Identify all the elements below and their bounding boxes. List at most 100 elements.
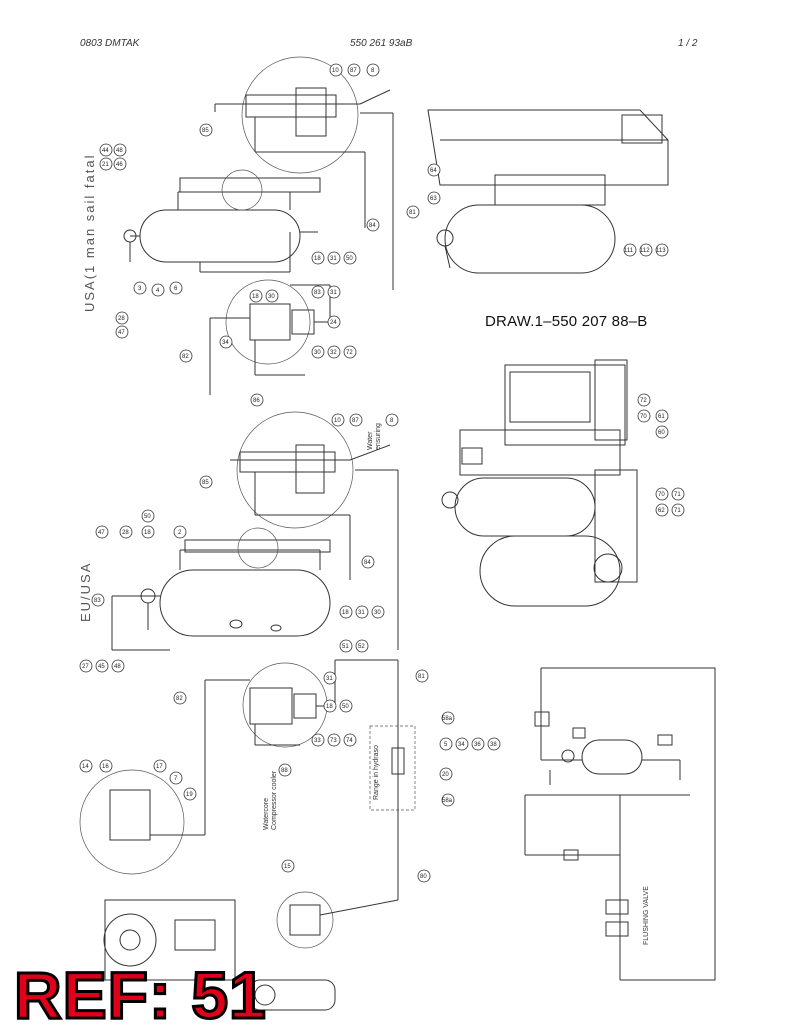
- balloon-58a-top: 58a: [441, 711, 455, 725]
- section-label-usa: USA(1 man sail fatal: [82, 154, 97, 313]
- flushing-valve-label: FLUSHING VALVE: [643, 886, 650, 945]
- svg-text:81: 81: [409, 210, 416, 216]
- balloon-71: 71: [671, 503, 685, 517]
- balloon-81b: 81: [415, 669, 429, 683]
- svg-text:84: 84: [364, 560, 371, 566]
- balloon-27: 27: [79, 659, 93, 673]
- balloon-60: 60: [655, 425, 669, 439]
- svg-text:30: 30: [314, 350, 321, 356]
- svg-text:48: 48: [114, 664, 121, 670]
- balloon-28b: 28: [119, 525, 133, 539]
- balloon-31c: 31: [323, 671, 337, 685]
- balloon-83a: 83: [311, 285, 325, 299]
- svg-text:18: 18: [252, 294, 259, 300]
- balloon-30a: 30: [265, 289, 279, 303]
- balloon-84b: 84: [361, 555, 375, 569]
- receiver-tank-top-right: [444, 204, 616, 274]
- balloon-3a: 3: [133, 281, 147, 295]
- svg-text:31: 31: [330, 290, 337, 296]
- balloon-32: 32: [327, 345, 341, 359]
- balloon-33: 33: [311, 733, 325, 747]
- svg-text:45: 45: [98, 664, 105, 670]
- balloon-46: 46: [113, 157, 127, 171]
- connection-note: Range in hydraso: [373, 745, 380, 800]
- balloon-70b: 70: [655, 487, 669, 501]
- detail-circle-middle: [236, 411, 354, 529]
- detail-circle-drain-eu: [237, 527, 279, 569]
- balloon-85b: 85: [199, 475, 213, 489]
- svg-text:8: 8: [390, 418, 394, 424]
- balloon-34a: 34: [219, 335, 233, 349]
- balloon-81a: 81: [406, 205, 420, 219]
- balloon-72b: 72: [637, 393, 651, 407]
- svg-text:15: 15: [284, 864, 291, 870]
- balloon-84a: 84: [366, 218, 380, 232]
- balloon-87a: 87: [347, 63, 361, 77]
- svg-text:63: 63: [430, 196, 437, 202]
- svg-text:111: 111: [624, 248, 634, 254]
- balloon-7: 7: [169, 771, 183, 785]
- svg-text:70: 70: [658, 492, 665, 498]
- balloon-18d: 18: [339, 605, 353, 619]
- balloon-72: 72: [343, 345, 357, 359]
- balloon-16: 16: [99, 759, 113, 773]
- svg-text:27: 27: [82, 664, 89, 670]
- svg-text:31: 31: [326, 676, 333, 682]
- air-receiver-tank-usa: [139, 209, 301, 263]
- balloon-31a: 31: [327, 251, 341, 265]
- svg-text:50: 50: [144, 514, 151, 520]
- drawing-title: DRAW.1–550 207 88–B: [485, 313, 648, 330]
- svg-text:16: 16: [102, 764, 109, 770]
- balloon-14: 14: [79, 759, 93, 773]
- balloon-112: 112: [639, 243, 653, 257]
- balloon-18a: 18: [311, 251, 325, 265]
- balloon-18b: 18: [249, 289, 263, 303]
- svg-text:88: 88: [281, 768, 288, 774]
- svg-text:82: 82: [176, 696, 183, 702]
- balloon-24: 24: [327, 315, 341, 329]
- svg-text:73: 73: [330, 738, 337, 744]
- balloon-47a: 47: [115, 325, 129, 339]
- svg-text:7: 7: [174, 776, 178, 782]
- svg-text:6: 6: [174, 286, 178, 292]
- balloon-30b: 30: [311, 345, 325, 359]
- header-document-code: 0803 DMTAK: [80, 38, 140, 49]
- outlet-note: Watercore: [263, 798, 270, 830]
- svg-text:50: 50: [342, 704, 349, 710]
- detail-circle-compressor: [79, 769, 185, 875]
- balloon-34b: 34: [455, 737, 469, 751]
- svg-text:80: 80: [420, 874, 427, 880]
- balloon-50c: 50: [339, 699, 353, 713]
- section-label-eu: EU/USA: [78, 562, 93, 622]
- eu-assembly: [111, 411, 399, 760]
- outlet-note-sub: Compressor cooler: [271, 770, 278, 830]
- svg-text:71: 71: [674, 508, 681, 514]
- svg-text:4: 4: [156, 288, 160, 294]
- svg-text:48: 48: [116, 148, 123, 154]
- svg-text:72: 72: [640, 398, 647, 404]
- balloon-51: 51: [339, 639, 353, 653]
- svg-text:72: 72: [346, 350, 353, 356]
- balloon-52: 52: [355, 639, 369, 653]
- svg-text:71: 71: [674, 492, 681, 498]
- balloon-80: 80: [417, 869, 431, 883]
- balloon-82b: 82: [173, 691, 187, 705]
- svg-text:28: 28: [122, 530, 129, 536]
- balloon-73: 73: [327, 733, 341, 747]
- water-note-2-sub: ensuring: [375, 423, 382, 450]
- machine-middle-right: [441, 359, 638, 607]
- compressor-assembly: [79, 760, 399, 1011]
- svg-text:10: 10: [334, 418, 341, 424]
- svg-text:34: 34: [458, 742, 465, 748]
- detail-circle-bottom: [276, 891, 334, 949]
- balloon-31b: 31: [355, 605, 369, 619]
- svg-text:18: 18: [144, 530, 151, 536]
- svg-text:31: 31: [330, 256, 337, 262]
- balloon-38: 38: [487, 737, 501, 751]
- balloon-83b: 83: [91, 593, 105, 607]
- svg-text:38: 38: [490, 742, 497, 748]
- receiver-tank-middle-right: [454, 477, 596, 537]
- svg-text:70: 70: [640, 414, 647, 420]
- balloon-74: 74: [343, 733, 357, 747]
